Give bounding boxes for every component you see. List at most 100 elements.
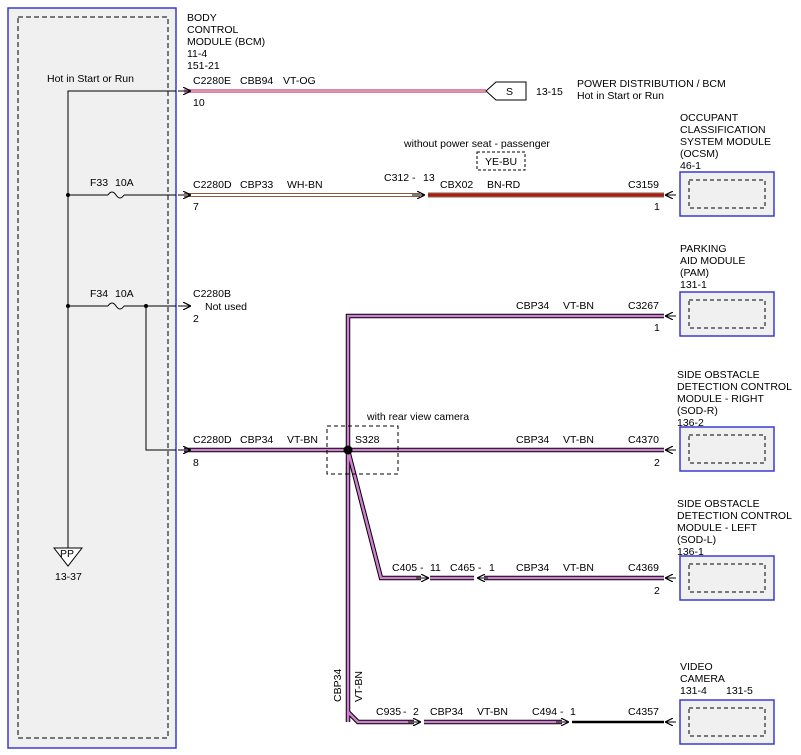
pin-number: 2	[654, 457, 660, 469]
circuit-label: CBP34	[516, 434, 549, 446]
splice-s-label: S	[506, 86, 513, 98]
bcm-title-line: 11-4	[187, 48, 207, 60]
connector-label: C4369	[628, 562, 659, 574]
hot-in-start-run-label: Hot in Start or Run	[47, 73, 134, 85]
sod-r-module[interactable]	[679, 426, 775, 472]
inline-connector-dash: -	[403, 706, 407, 718]
video-camera-module[interactable]	[679, 699, 775, 745]
inline-connector-pin: 11	[430, 562, 441, 574]
wire-color-label: VT-BN	[563, 562, 594, 574]
pam-module[interactable]	[679, 291, 775, 337]
destination-line: Hot in Start or Run	[577, 90, 664, 102]
connector-label: C2280D	[193, 434, 232, 446]
wire-color-label-vertical: VT-BN	[353, 671, 365, 702]
connector-label: C3159	[628, 179, 659, 191]
fuse-f33-amp: 10A	[115, 177, 134, 189]
splice-label: S328	[355, 434, 380, 446]
inline-connector-label: C494	[532, 706, 557, 718]
module-title-line: 131-1	[680, 279, 707, 291]
pin-number: 8	[193, 457, 199, 469]
pin-number: 2	[193, 313, 199, 325]
option-box	[326, 425, 399, 475]
wire-color-label: VT-BN	[563, 434, 594, 446]
inline-connector-dash: -	[478, 562, 482, 574]
pin-number: 2	[654, 585, 660, 597]
bcm-title: BODY CONTROL MODULE (BCM) 11-4 151-21	[187, 12, 265, 72]
module-title-line: MODULE - RIGHT	[677, 393, 765, 405]
pin-number: 7	[193, 201, 199, 213]
destination-line: POWER DISTRIBUTION / BCM	[577, 78, 726, 90]
inline-connector-pin: 13	[423, 172, 435, 184]
bcm-module[interactable]	[7, 7, 177, 749]
connector-label: C2280B	[193, 288, 231, 300]
pp-label: PP	[60, 548, 74, 560]
module-title-line: MODULE - LEFT	[677, 522, 758, 534]
sod-l-module[interactable]	[679, 555, 775, 601]
option-note: with rear view camera	[366, 411, 469, 423]
bcm-internal-wiring	[67, 90, 176, 548]
wire-color-label: VT-BN	[477, 706, 508, 718]
connector-label: C4357	[628, 706, 659, 718]
option-box	[476, 151, 526, 171]
wire-color-label: WH-BN	[287, 179, 323, 191]
module-ref: 131-4	[680, 685, 707, 697]
circuit-label-vertical: CBP34	[332, 669, 344, 702]
bcm-module-box	[7, 7, 177, 749]
module-title-line: CAMERA	[680, 673, 725, 685]
bcm-title-line: MODULE (BCM)	[187, 36, 265, 48]
connector-label: C2280E	[193, 75, 231, 87]
module-ref: 131-5	[726, 685, 753, 697]
inline-connector-dash: -	[412, 172, 416, 184]
module-title-line: DETECTION CONTROL	[677, 381, 792, 393]
wire-color-label: BN-RD	[487, 179, 521, 191]
module-title-line: PARKING	[680, 243, 726, 255]
module-title-line: (PAM)	[680, 267, 709, 279]
bcm-title-line: CONTROL	[187, 24, 238, 36]
module-title-line: AID MODULE	[680, 255, 745, 267]
connector-label: C3267	[628, 300, 659, 312]
fuse-f34-icon	[107, 302, 125, 310]
pp-triangle-icon	[52, 547, 84, 567]
circuit-label: CBP34	[516, 562, 549, 574]
module-title-line: OCCUPANT	[680, 112, 739, 124]
pin-number: 1	[654, 201, 660, 213]
module-title-line: (SOD-R)	[677, 405, 718, 417]
splice-s328-dot[interactable]	[343, 445, 353, 455]
inline-connector-dash: -	[560, 706, 564, 718]
inline-connector-pin: 1	[489, 562, 495, 574]
option-note: without power seat - passenger	[403, 138, 550, 150]
not-used-label: Not used	[205, 301, 247, 313]
bcm-title-line: BODY	[187, 12, 217, 24]
inline-connector-label: C465	[450, 562, 475, 574]
wire-cbp34[interactable]	[184, 313, 664, 725]
pp-ref: 13-37	[55, 571, 82, 583]
module-title-line: (OCSM)	[680, 148, 719, 160]
splice-ref: 13-15	[536, 86, 563, 98]
circuit-label: CBP34	[240, 434, 273, 446]
wire-color-label: VT-BN	[563, 300, 594, 312]
wire-color-label: VT-BN	[287, 434, 318, 446]
circuit-label: CBP34	[430, 706, 463, 718]
option-color: YE-BU	[485, 156, 517, 168]
circuit-label: CBB94	[240, 75, 273, 87]
splice-s-icon[interactable]	[485, 81, 527, 101]
module-title-line: 46-1	[680, 160, 701, 172]
module-title-line: DETECTION CONTROL	[677, 510, 792, 522]
bcm-internal-boundary	[17, 16, 169, 739]
junction-dots	[66, 193, 148, 308]
wire-color-label: VT-OG	[283, 75, 316, 87]
module-title-line: SIDE OBSTACLE	[677, 498, 760, 510]
bcm-title-line: 151-21	[187, 60, 220, 72]
ocsm-module[interactable]	[679, 171, 775, 217]
inline-connector-label: C312	[384, 172, 409, 184]
module-title-line: SIDE OBSTACLE	[677, 369, 760, 381]
circuit-label: CBP33	[240, 179, 273, 191]
fuse-f33-label: F33	[90, 177, 108, 189]
connector-label: C4370	[628, 434, 659, 446]
pin-number: 1	[654, 322, 660, 334]
inline-connector-pin: 1	[570, 706, 576, 718]
fuse-f33-icon	[107, 191, 125, 199]
inline-connector-dash: -	[420, 562, 424, 574]
inline-connector-label: C405	[392, 562, 417, 574]
